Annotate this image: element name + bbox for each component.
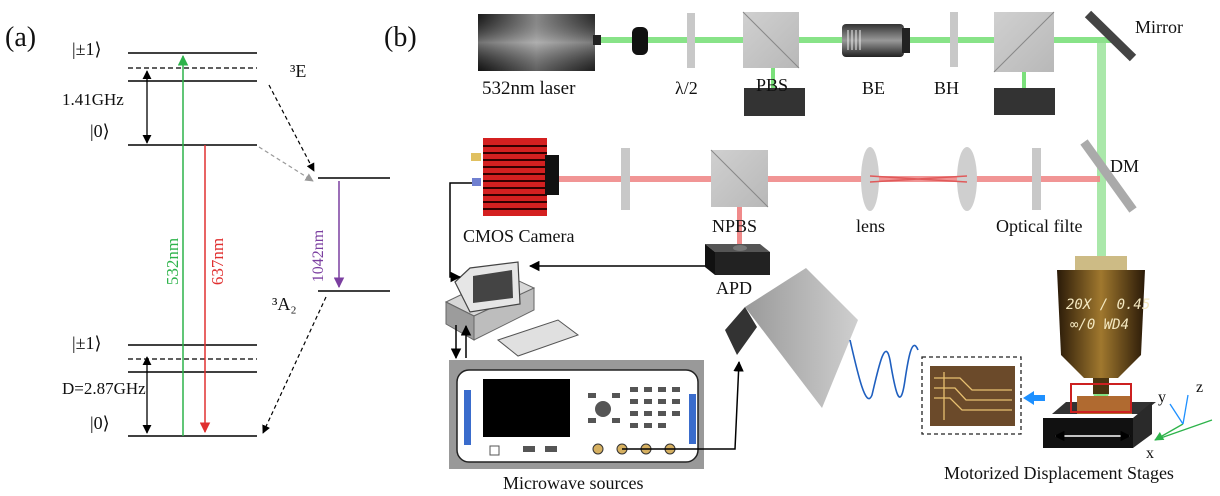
lens-label: lens: [856, 216, 885, 236]
mirror: [1084, 10, 1137, 62]
lens-1: [861, 147, 879, 211]
ground-0-label: |0⟩: [90, 413, 110, 433]
lens-2: [957, 147, 977, 211]
green-beam-down: [1097, 40, 1106, 410]
horn-antenna: [745, 268, 858, 408]
computer-screen: [473, 270, 513, 303]
excited-split-label: 1.41GHz: [62, 90, 124, 109]
microwave-buttons: [523, 387, 680, 452]
bh-cube-diagonal: [993, 11, 1055, 73]
emission-wavelength-label: 637nm: [208, 237, 228, 286]
npbs-diagonal: [710, 149, 769, 208]
be-label: BE: [862, 78, 886, 98]
dm-label: DM: [1110, 156, 1140, 176]
panel-b-label: (b): [384, 22, 417, 53]
sample-highlight: [1070, 383, 1132, 413]
objective-tip: [1093, 378, 1109, 394]
objective-mount: [1075, 256, 1127, 270]
ground-pm1-label: |±1⟩: [72, 333, 102, 353]
objective-body: [1057, 270, 1145, 378]
red-beam-npbs-down: [737, 178, 742, 246]
axis-y-arrow: [1169, 403, 1184, 425]
inset-image: [930, 366, 1015, 426]
laser-aperture: [593, 35, 601, 45]
camera-body: [483, 138, 547, 216]
microwave-label: Microwave sources: [503, 473, 644, 493]
beam-expander-ticks: [847, 30, 861, 50]
inset-traces: [934, 372, 1012, 420]
pbs-label: PBS: [756, 75, 789, 95]
isc-dashed-arrow-lower: [262, 296, 327, 434]
apd-body: [715, 252, 770, 275]
pbs-diagonal: [742, 11, 800, 69]
sample-chip: [1077, 396, 1132, 414]
excited-triplet-label: ³E: [290, 61, 307, 81]
ground-triplet-label: ³A₂: [272, 294, 297, 314]
horn-feed: [725, 307, 757, 355]
objective-label-line2: ∞/0 WD4: [1070, 317, 1130, 333]
microwave-screen: [483, 379, 570, 437]
computer-keyboard: [496, 319, 580, 357]
pbs-beam-dump: [744, 88, 805, 116]
optical-setup: [444, 10, 1213, 469]
dichroic-mirror: [1080, 139, 1137, 213]
camera-to-computer-line: [449, 182, 472, 283]
stage-front: [1043, 418, 1133, 448]
axis-diag-arrow: [1154, 419, 1213, 441]
stages-label: Motorized Displacement Stages: [944, 463, 1174, 483]
bh-label: BH: [934, 78, 960, 98]
excited-0-label: |0⟩: [90, 121, 110, 141]
bh-beam-dump: [994, 88, 1055, 115]
laser-label: 532nm laser: [482, 78, 576, 99]
laser-shine: [478, 14, 595, 71]
pump-wavelength-label: 532nm: [163, 237, 183, 286]
isc-dashed-arrow-upper: [268, 84, 315, 172]
camera-label: CMOS Camera: [463, 226, 575, 246]
microwave-power-button: [489, 445, 500, 456]
singlet-wavelength-label: 1042nm: [310, 229, 328, 283]
energy-level-diagram: [128, 52, 390, 437]
optical-filter: [1032, 148, 1041, 210]
stage-side: [1133, 402, 1152, 448]
half-wave-plate: [687, 13, 695, 68]
microwave-to-horn-line: [622, 360, 744, 450]
panel-a-label: (a): [5, 22, 37, 53]
apd-front: [705, 244, 715, 275]
ground-split-label: D=2.87GHz: [62, 379, 146, 398]
beam-expander-body: [842, 24, 904, 57]
camera-mount: [545, 155, 559, 195]
camera-stripes: [483, 145, 547, 210]
microwave-side-bar-right: [689, 394, 696, 444]
axis-z-arrow: [1182, 394, 1189, 425]
excited-pm1-label: |±1⟩: [72, 39, 102, 59]
shutter: [632, 27, 648, 55]
apd-label: APD: [716, 278, 753, 298]
axis-x-arrow: [1154, 423, 1184, 441]
axis-x-label: x: [1146, 445, 1154, 462]
camera-connector-bottom: [472, 178, 481, 186]
objective-label-line1: 20X / 0.45: [1066, 297, 1151, 313]
red-path-plate: [621, 148, 630, 210]
inset-pointer-arrow: [1023, 391, 1045, 405]
inset-frame: [921, 356, 1022, 435]
npbs-label: NPBS: [712, 216, 758, 236]
microwave-knob: [595, 401, 611, 417]
red-beam-focus: [869, 175, 968, 183]
mirror-label: Mirror: [1135, 17, 1183, 37]
red-beam-horizontal: [555, 176, 1100, 182]
apd-window: [733, 245, 747, 251]
filter-label: Optical filte: [996, 216, 1083, 236]
axis-z-label: z: [1196, 379, 1204, 396]
bh-plate: [950, 12, 958, 67]
axis-y-label: y: [1158, 389, 1166, 406]
microwave-wave: [849, 339, 919, 400]
microwave-side-bar-left: [464, 390, 471, 445]
beam-expander-end: [902, 28, 910, 53]
camera-connector-top: [471, 153, 481, 161]
half-wave-label: λ/2: [675, 78, 698, 98]
isc-dashed-arrow-gray: [258, 146, 314, 182]
